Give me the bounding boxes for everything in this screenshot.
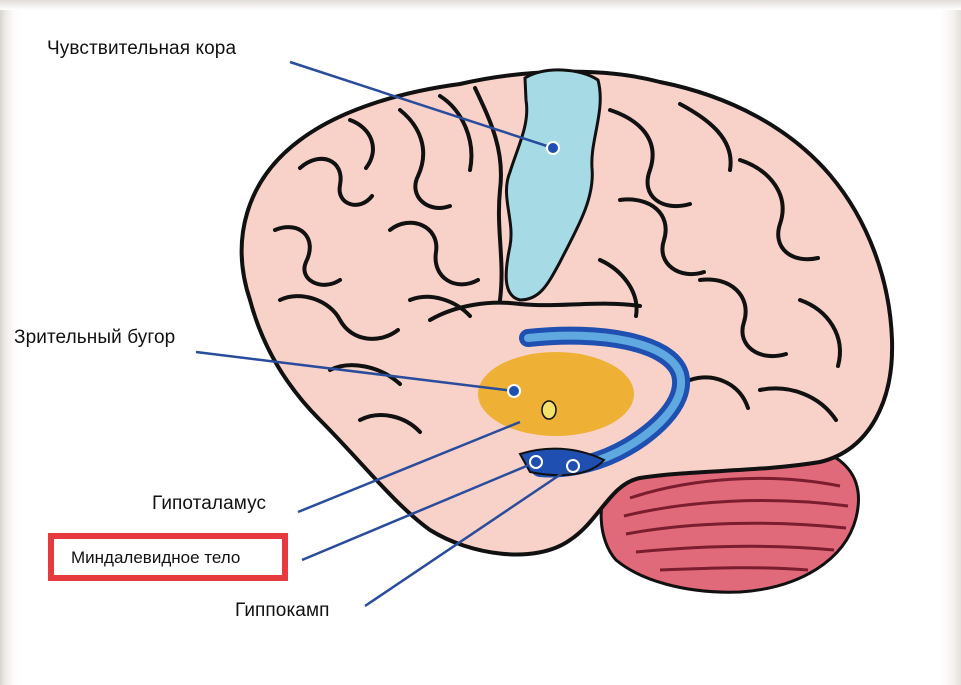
hypothalamus-region [542,401,556,419]
dot-sensory-cortex [547,142,559,154]
label-hypothalamus: Гипоталамус [152,493,266,515]
dot-amygdala [530,456,542,468]
label-sensory-cortex: Чувствительная кора [47,38,236,60]
label-amygdala: Миндалевидное тело [71,548,240,568]
dot-hippocampus [567,460,579,472]
label-thalamus: Зрительный бугор [14,327,175,349]
label-hippocampus: Гиппокамп [235,600,330,622]
dot-thalamus [508,385,520,397]
thalamus-region [478,352,634,436]
